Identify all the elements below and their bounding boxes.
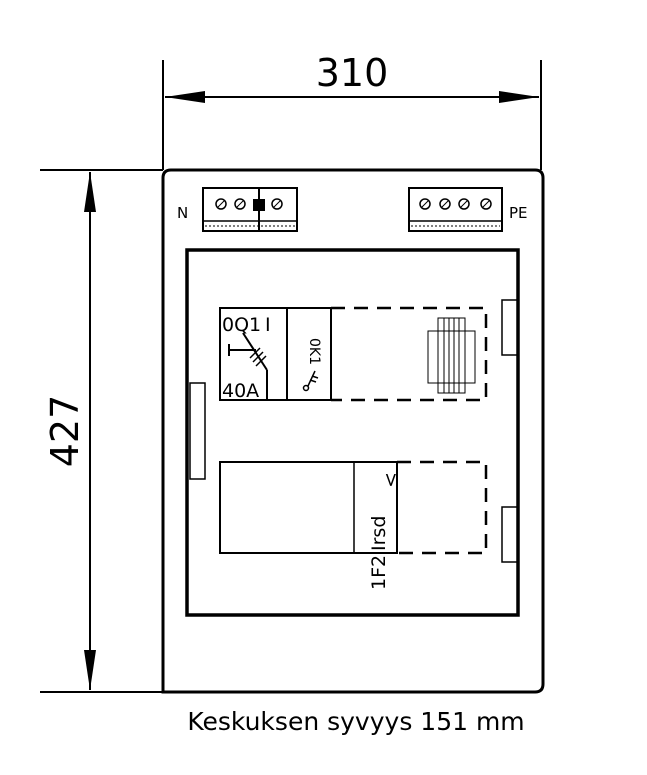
rcd-id: 1F2 xyxy=(368,555,390,590)
n-terminal-label: N xyxy=(177,204,188,222)
contactor-id: 0K1 xyxy=(306,338,322,365)
main-switch-position: I xyxy=(265,314,271,336)
screw-icon xyxy=(234,198,246,210)
left-tab xyxy=(189,382,206,480)
transformer-icon xyxy=(427,317,476,394)
key-icon xyxy=(302,370,319,392)
pe-terminal-block xyxy=(408,187,503,232)
screw-icon xyxy=(458,198,470,210)
pe-terminal-label: PE xyxy=(509,204,528,222)
enclosure-outline xyxy=(161,168,545,694)
screw-icon xyxy=(480,198,492,210)
n-terminal-block xyxy=(202,187,298,232)
main-switch-rating: 40A xyxy=(222,380,259,402)
width-value: 310 xyxy=(316,51,389,95)
screw-icon xyxy=(215,198,227,210)
rcd-label: Irsd xyxy=(368,516,390,551)
height-dimension: 427 xyxy=(40,169,163,693)
depth-caption: Keskuksen syvyys 151 mm xyxy=(187,707,524,736)
height-value: 427 xyxy=(43,395,87,468)
screw-icon xyxy=(439,198,451,210)
width-dimension: 310 xyxy=(162,51,542,170)
main-switch-id: 0Q1 xyxy=(222,314,261,336)
inner-panel xyxy=(185,248,520,617)
main-switch-row: 0Q1 I 40A 0K1 xyxy=(219,306,488,402)
screw-icon xyxy=(419,198,431,210)
right-tab-top xyxy=(501,299,519,356)
bridge-icon xyxy=(253,199,265,211)
screw-icon xyxy=(271,198,283,210)
breaker-row: > Irsd 1F2 xyxy=(219,460,488,590)
right-tab-bottom xyxy=(501,506,519,563)
switch-symbol-icon xyxy=(228,332,268,400)
rcd-symbol: > xyxy=(380,472,402,488)
